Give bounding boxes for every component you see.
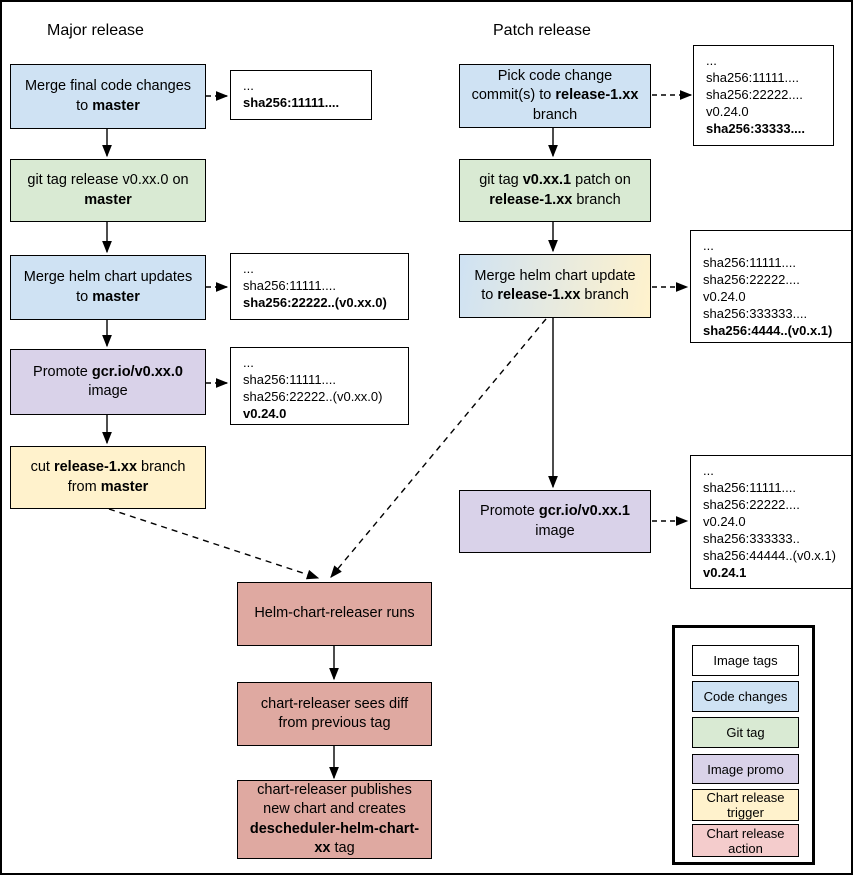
node-label: chart-releaser publishes new chart and c… bbox=[249, 782, 420, 856]
node-label: Promote gcr.io/v0.xx.0 image bbox=[33, 363, 183, 399]
node-label: Promote gcr.io/v0.xx.1 image bbox=[480, 503, 630, 539]
node-merge-helm-chart-release-branch: Merge helm chart update to release-1.xx … bbox=[459, 254, 651, 318]
node-label: chart-releaser sees diff from previous t… bbox=[260, 695, 409, 731]
node-git-tag-patch: git tag v0.xx.1 patch on release-1.xx br… bbox=[459, 159, 651, 222]
legend-item-chart-release-action: Chart release action bbox=[692, 824, 799, 857]
node-chart-releaser-sees-diff: chart-releaser sees diff from previous t… bbox=[237, 682, 432, 746]
node-label: cut release-1.xx branch from master bbox=[30, 459, 186, 495]
legend-item-chart-release-trigger: Chart release trigger bbox=[692, 789, 799, 821]
node-git-tag-major: git tag release v0.xx.0 on master bbox=[10, 159, 206, 222]
annotation-image-tags-patch-4: ...sha256:11111....sha256:22222....v0.24… bbox=[690, 455, 851, 589]
node-label: Merge helm chart updates to master bbox=[23, 269, 193, 305]
node-chart-releaser-publishes: chart-releaser publishes new chart and c… bbox=[237, 780, 432, 859]
legend-item-image-tags: Image tags bbox=[692, 645, 799, 676]
node-merge-helm-chart-master: Merge helm chart updates to master bbox=[10, 255, 206, 320]
annotation-image-tags-major-4: ...sha256:11111....sha256:22222..(v0.xx.… bbox=[230, 347, 409, 425]
legend-item-image-promo: Image promo bbox=[692, 754, 799, 784]
node-label: Pick code change commit(s) to release-1.… bbox=[471, 68, 639, 123]
dashed-arrow-cut-branch-to-releaser bbox=[108, 508, 320, 580]
node-label: git tag v0.xx.1 patch on release-1.xx br… bbox=[479, 172, 631, 208]
node-label: git tag release v0.xx.0 on master bbox=[27, 172, 189, 208]
node-label: Merge helm chart update to release-1.xx … bbox=[474, 267, 636, 303]
legend-item-code-changes: Code changes bbox=[692, 681, 799, 712]
annotation-image-tags-major-3: ...sha256:11111....sha256:22222..(v0.xx.… bbox=[230, 253, 409, 320]
patch-release-title: Patch release bbox=[493, 22, 591, 39]
node-label: Helm-chart-releaser runs bbox=[254, 605, 415, 622]
legend-box: Image tags Code changes Git tag Image pr… bbox=[672, 625, 815, 865]
major-release-title: Major release bbox=[47, 22, 144, 39]
node-pick-code-change: Pick code change commit(s) to release-1.… bbox=[459, 64, 651, 128]
annotation-image-tags-patch-1: ...sha256:11111....sha256:22222....v0.24… bbox=[693, 45, 834, 146]
node-helm-chart-releaser-runs: Helm-chart-releaser runs bbox=[237, 582, 432, 646]
node-cut-release-branch: cut release-1.xx branch from master bbox=[10, 446, 206, 509]
node-promote-image-major: Promote gcr.io/v0.xx.0 image bbox=[10, 349, 206, 415]
annotation-image-tags-major-1: ...sha256:11111.... bbox=[230, 70, 372, 120]
legend-item-git-tag: Git tag bbox=[692, 717, 799, 748]
annotation-image-tags-patch-3: ...sha256:11111....sha256:22222....v0.24… bbox=[690, 230, 851, 343]
node-merge-final-code-master: Merge final code changes to master bbox=[10, 64, 206, 129]
node-promote-image-patch: Promote gcr.io/v0.xx.1 image bbox=[459, 490, 651, 553]
node-label: Merge final code changes to master bbox=[24, 78, 192, 114]
